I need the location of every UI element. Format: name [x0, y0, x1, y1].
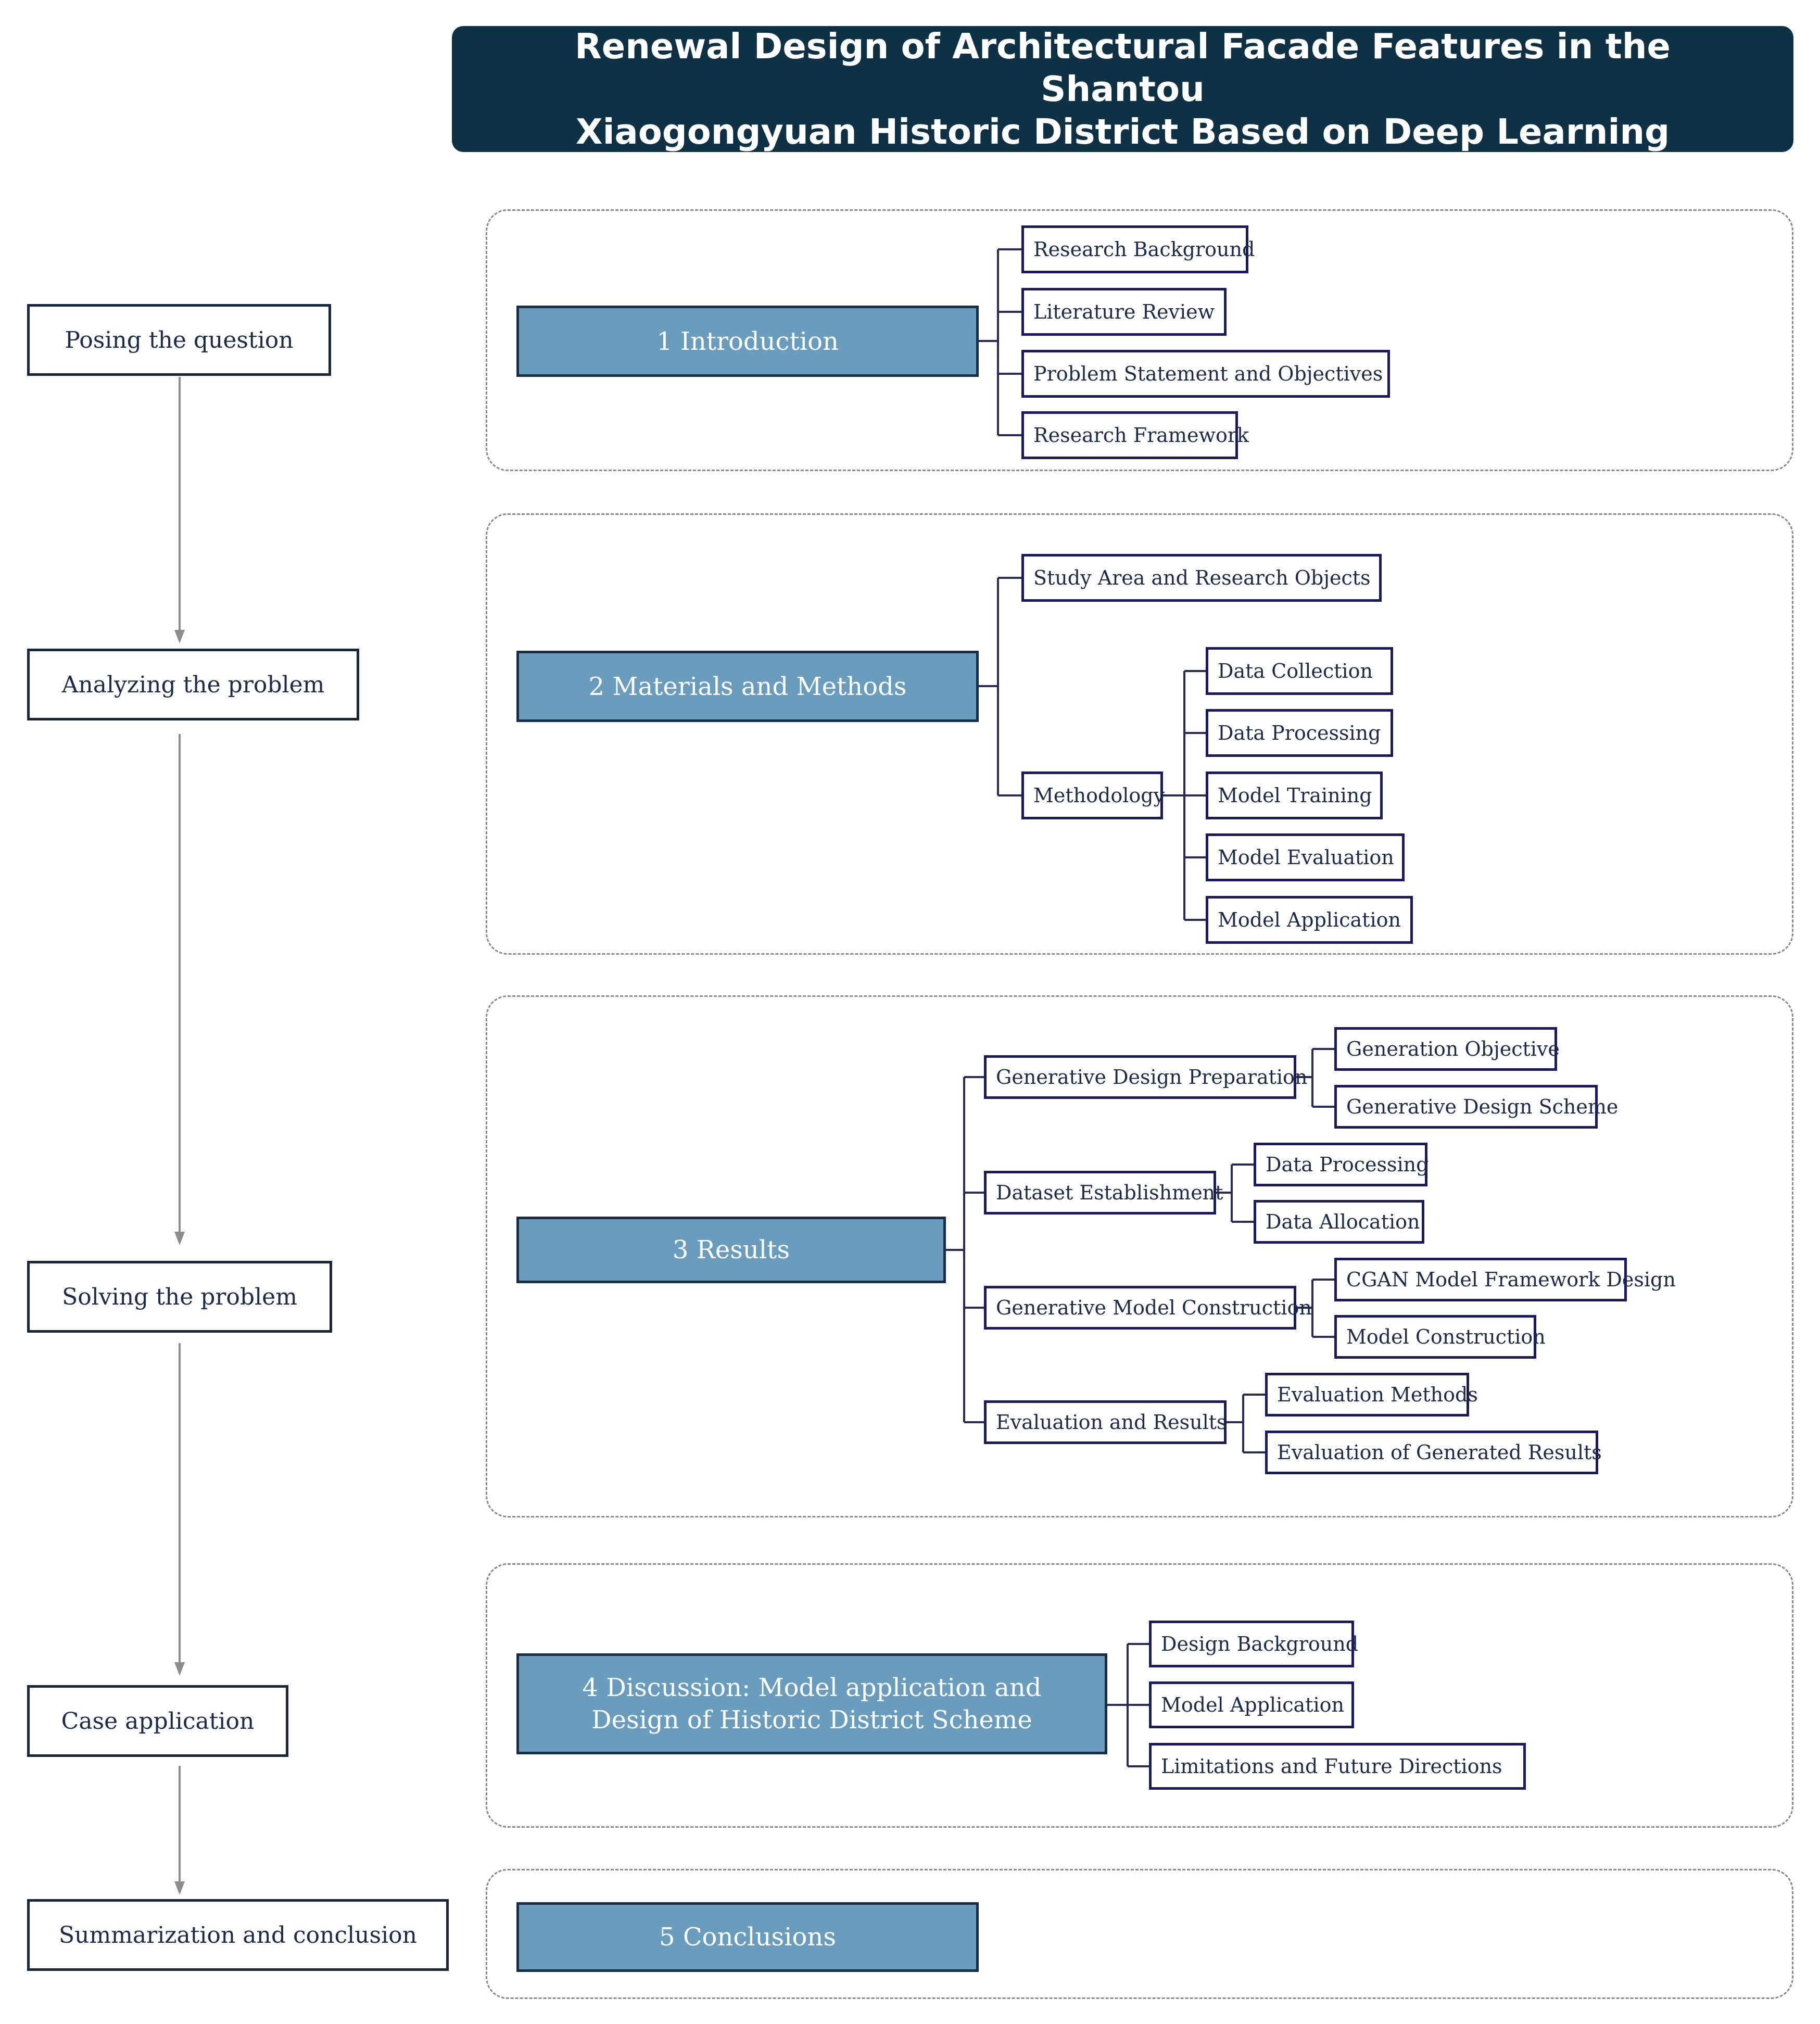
results-group-box: Dataset Establishment [984, 1171, 1223, 1215]
section-frame-conclusions [486, 1869, 1793, 1999]
stage-box-5: Summarization and conclusion [27, 1899, 449, 1971]
section-frame-results [486, 995, 1793, 1517]
results-group-box: Generative Model Construction [984, 1286, 1312, 1330]
results-item-box: Model Construction [1334, 1315, 1546, 1359]
main-box-results: 3 Results [516, 1217, 946, 1283]
results-item-box: CGAN Model Framework Design [1334, 1258, 1676, 1301]
section-frame-introduction [486, 209, 1793, 471]
flow-arrow-head [174, 630, 185, 643]
main-box-discussion: 4 Discussion: Model application and Desi… [516, 1653, 1107, 1754]
results-item-box: Generative Design Scheme [1334, 1085, 1618, 1129]
methodology-item-box: Model Evaluation [1206, 833, 1405, 881]
section-frame-discussion [486, 1563, 1793, 1828]
results-item-box: Generation Objective [1334, 1027, 1560, 1071]
results-item-box: Evaluation Methods [1265, 1373, 1478, 1416]
main-box-introduction: 1 Introduction [516, 306, 979, 377]
methodology-item-box: Data Processing [1206, 709, 1393, 757]
discussion-item-box: Design Background [1149, 1621, 1358, 1667]
results-item-box: Data Allocation [1254, 1200, 1424, 1244]
section-frame-materials [486, 513, 1793, 955]
flow-arrow-head [174, 1881, 185, 1895]
flow-arrow-head [174, 1662, 185, 1676]
stage-box-2: Analyzing the problem [27, 649, 359, 720]
intro-item-box: Literature Review [1021, 288, 1227, 336]
methodology-item-box: Model Application [1206, 896, 1413, 944]
main-box-materials: 2 Materials and Methods [516, 651, 979, 722]
diagram-title: Renewal Design of Architectural Facade F… [575, 26, 1671, 152]
stage-box-1: Posing the question [27, 304, 331, 376]
main-box-conclusions: 5 Conclusions [516, 1902, 979, 1972]
results-group-box: Generative Design Preparation [984, 1055, 1307, 1099]
study-area-box: Study Area and Research Objects [1021, 554, 1382, 602]
intro-item-box: Research Framework [1021, 411, 1249, 459]
methodology-box: Methodology [1021, 771, 1165, 819]
results-item-box: Evaluation of Generated Results [1265, 1431, 1602, 1474]
title-banner: Renewal Design of Architectural Facade F… [452, 26, 1793, 152]
methodology-item-box: Model Training [1206, 771, 1383, 819]
results-group-box: Evaluation and Results [984, 1400, 1227, 1444]
results-item-box: Data Processing [1254, 1143, 1429, 1186]
intro-item-box: Research Background [1021, 225, 1255, 273]
discussion-item-box: Limitations and Future Directions [1149, 1743, 1526, 1790]
discussion-item-box: Model Application [1149, 1681, 1354, 1728]
flow-arrow-head [174, 1232, 185, 1245]
intro-item-box: Problem Statement and Objectives [1021, 350, 1390, 398]
stage-box-3: Solving the problem [27, 1261, 332, 1333]
methodology-item-box: Data Collection [1206, 647, 1393, 695]
stage-box-4: Case application [27, 1685, 288, 1757]
